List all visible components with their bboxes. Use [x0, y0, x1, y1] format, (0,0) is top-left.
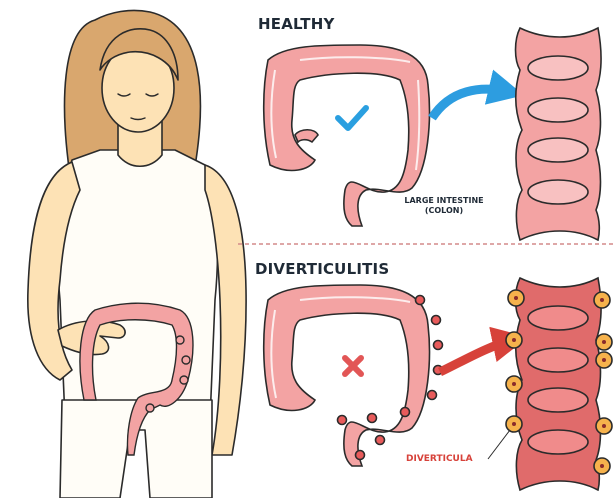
diseased-segment — [506, 278, 612, 490]
healthy-arrow — [432, 89, 510, 118]
cross-icon — [345, 358, 361, 374]
diverticula-label: DIVERTICULA — [406, 454, 473, 464]
healthy-title: HEALTHY — [258, 15, 335, 33]
check-icon — [338, 108, 366, 128]
diverticula-leader — [488, 430, 510, 459]
diseased-arrow — [440, 340, 514, 372]
colon-label: LARGE INTESTINE (COLON) — [398, 196, 490, 216]
diverticulitis-title: DIVERTICULITIS — [255, 260, 389, 278]
colon-label-line-2: (COLON) — [398, 206, 490, 216]
diseased-colon — [264, 285, 443, 466]
healthy-segment — [516, 28, 602, 240]
colon-label-line-1: LARGE INTESTINE — [398, 196, 490, 206]
